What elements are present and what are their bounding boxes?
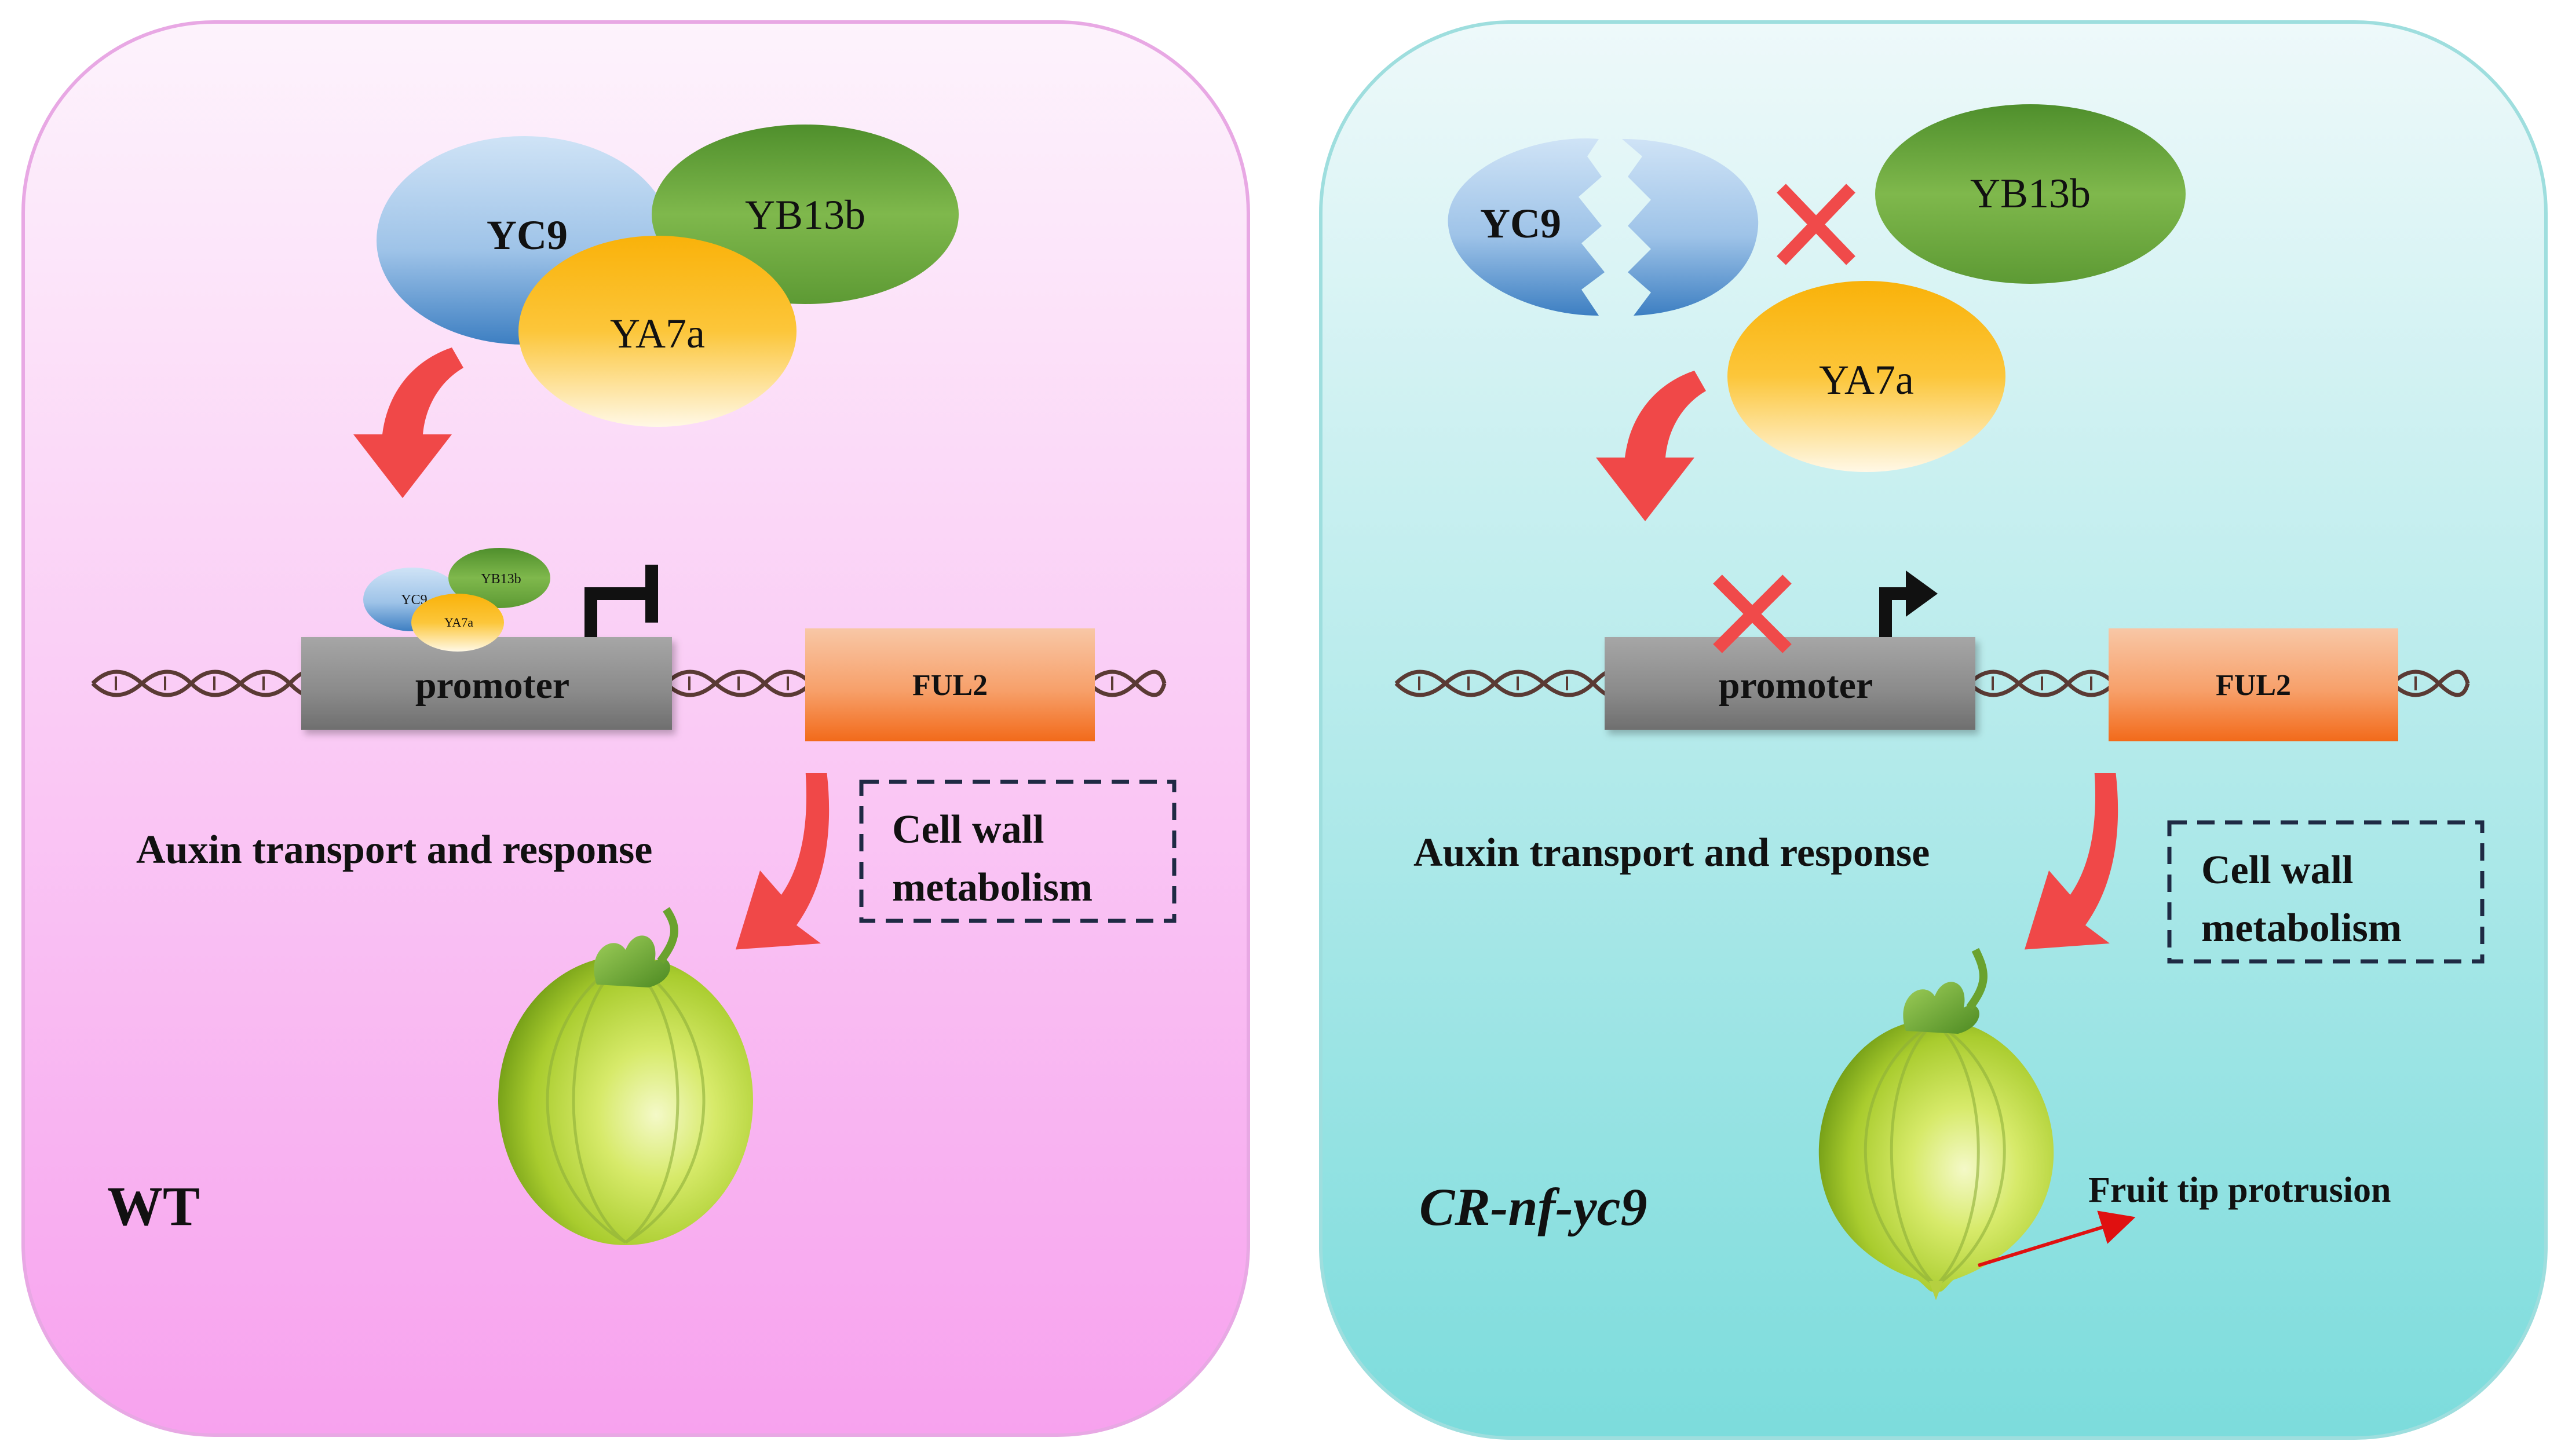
wt-panel: YC9 YB13b YA7a promoter (21, 20, 1250, 1437)
mutant-yc9-label: YC9 (1480, 200, 1561, 247)
wt-auxin-text: Auxin transport and response (136, 828, 652, 872)
mutant-cell-wall-line2: metabolism (2201, 906, 2402, 950)
wt-yb13b-label: YB13b (745, 192, 865, 238)
mutant-no-binding-cross-icon (1713, 575, 1792, 653)
wt-small-protein-complex: YC9 YB13b YA7a (363, 548, 550, 652)
wt-ya7a-label: YA7a (610, 310, 705, 357)
mutant-auxin-text: Auxin transport and response (1413, 831, 1930, 875)
wt-ful2-label: FUL2 (912, 669, 988, 702)
wt-protein-complex: YC9 YB13b YA7a (377, 125, 959, 427)
wt-effect-arrow (736, 773, 830, 950)
wt-dna-strand (91, 670, 1167, 697)
wt-ya7a-protein (518, 236, 797, 427)
mutant-effect-arrow (2025, 773, 2118, 950)
wt-repressed-tss-icon (584, 565, 658, 637)
mutant-ful2-label: FUL2 (2216, 669, 2291, 702)
mutant-broken-yc9: YC9 (1448, 138, 1759, 316)
mutant-dna-strand (1394, 670, 2470, 697)
wt-small-ya7a (411, 594, 504, 652)
wt-cell-wall-line1: Cell wall (892, 807, 1044, 852)
mutant-protrusion-pointer (1978, 1210, 2136, 1267)
mutant-active-tss-icon (1879, 570, 1938, 637)
mutant-promoter-box (1605, 637, 1975, 730)
mutant-yb13b-protein (1875, 104, 2186, 284)
wt-cell-wall-box (859, 780, 1177, 923)
wt-small-yb13b (448, 548, 550, 608)
wt-small-ya7a-label: YA7a (444, 615, 473, 630)
wt-round-fruit (498, 907, 753, 1245)
mutant-genotype-label: CR-nf-yc9 (1419, 1177, 1647, 1236)
mutant-yc9-right-fragment (1622, 139, 1759, 316)
wt-cell-wall-line2: metabolism (892, 865, 1093, 910)
wt-genotype-label: WT (107, 1175, 200, 1237)
mutant-panel: YC9 YB13b YA7a (1319, 20, 2548, 1440)
mutant-yc9-left-fragment (1448, 138, 1605, 316)
mutant-panel-background (1319, 20, 2548, 1440)
mutant-pointed-fruit (1818, 948, 2054, 1300)
wt-fruit-body (498, 956, 753, 1245)
mutant-yb13b-label: YB13b (1970, 170, 2091, 217)
mutant-no-interaction-cross-icon (1777, 184, 1855, 265)
mutant-cell-wall-box (2167, 820, 2485, 964)
mutant-cell-wall-line1: Cell wall (2201, 848, 2353, 892)
wt-ful2-gene-box (805, 628, 1095, 741)
mutant-ya7a-protein (1727, 281, 2005, 472)
wt-promoter-box (301, 637, 672, 730)
mutant-fruit-stem (1903, 982, 1979, 1034)
mutant-protrusion-text: Fruit tip protrusion (2088, 1170, 2391, 1210)
wt-fruit-stem (594, 935, 670, 987)
mutant-fruit-tip (1929, 1281, 1943, 1300)
wt-small-yb13b-label: YB13b (481, 572, 521, 587)
mutant-ful2-gene-box (2109, 628, 2398, 741)
mutant-promoter-label: promoter (1719, 664, 1873, 707)
mutant-ya7a-label: YA7a (1819, 357, 1914, 403)
wt-promoter-label: promoter (415, 664, 569, 707)
wt-yc9-label: YC9 (487, 212, 568, 258)
